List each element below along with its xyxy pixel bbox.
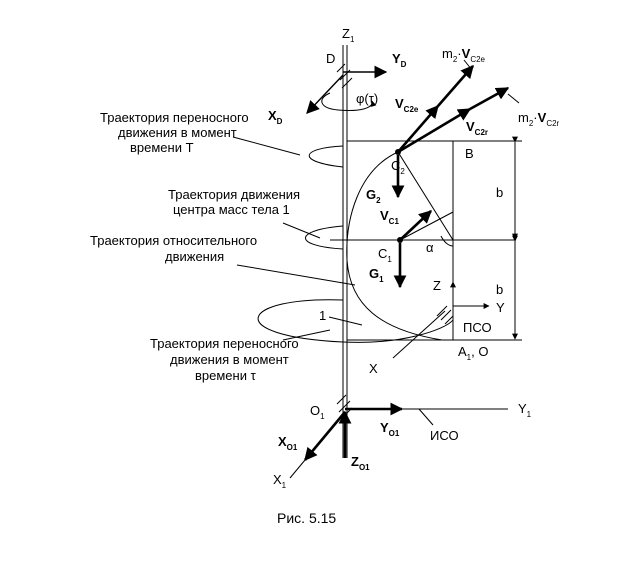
support-o1-hatch-1 <box>336 394 347 405</box>
c1-point <box>397 237 403 243</box>
pso-label: ПСО <box>463 320 492 335</box>
annotation-transport-T-line1: Траектория переносного <box>100 110 249 125</box>
figure-caption: Рис. 5.15 <box>277 510 336 526</box>
vc2e-label: VC2e <box>395 96 419 114</box>
vc2r-label: VC2r <box>466 119 488 137</box>
dim-b-bottom-label: b <box>496 282 503 297</box>
point-a-label: A1, O <box>458 344 488 362</box>
diagonal-c1-a <box>399 211 454 241</box>
diagonal-c2-a <box>397 151 454 241</box>
c2-label: C2 <box>391 158 405 176</box>
m2vc2r-label: m2·VC2r <box>518 110 560 128</box>
y1-label: Y1 <box>518 401 532 419</box>
vc1-vector <box>399 210 432 241</box>
annotation-cm-line2: центра масс тела 1 <box>173 202 290 217</box>
x1-axis-line <box>289 459 306 479</box>
m2vc2e-vector <box>437 65 474 107</box>
annotation-transport-T-line2: движения в момент <box>118 125 237 140</box>
leader-transport-T <box>232 136 301 156</box>
xd-axis-label: XD <box>268 108 283 126</box>
alpha-label: α <box>426 240 434 255</box>
m2vc2r-vector <box>469 86 510 111</box>
bearing-d-hatch-1 <box>336 63 346 73</box>
cm-trajectory-ellipse <box>305 225 344 250</box>
leader-relative <box>236 264 356 286</box>
pso-hatch-1 <box>436 305 448 317</box>
bearing-d-hatch-3 <box>341 77 353 89</box>
vc2r-vector <box>397 107 472 154</box>
dim-b-top-label: b <box>496 185 503 200</box>
transport-trajectory-T-ellipse <box>308 145 344 168</box>
pso-hatch-3 <box>444 315 454 325</box>
annotation-transport-T-line3: времени T <box>130 140 194 155</box>
yd-axis-label: YD <box>392 51 407 69</box>
leader-cm <box>282 222 321 239</box>
vc1-label: VC1 <box>380 208 399 226</box>
m2vc2r-leader <box>507 93 520 104</box>
leader-transport-tau <box>282 329 331 341</box>
point-b-label: B <box>465 146 474 161</box>
point-d-label: D <box>326 51 335 66</box>
pso-z-label: Z <box>433 278 441 293</box>
pso-hatch-2 <box>440 309 452 321</box>
c1-label: C1 <box>378 246 392 264</box>
g1-label: G1 <box>369 266 384 284</box>
xo1-label: XO1 <box>278 434 298 452</box>
vc2e-vector <box>397 105 439 153</box>
annotation-relative-line2: движения <box>165 249 224 264</box>
c2-point <box>395 149 401 155</box>
x1-label: X1 <box>273 472 287 490</box>
alpha-arc <box>440 235 454 247</box>
annotation-transport-tau-line1: Траектория переносного <box>150 336 299 351</box>
annotation-transport-tau-line2: движения в момент <box>170 352 289 367</box>
annotation-relative-line1: Траектория относительного <box>90 233 257 248</box>
yo1-label: YO1 <box>380 420 400 438</box>
zo1-label: ZO1 <box>351 454 370 472</box>
annotation-transport-tau-line3: времени τ <box>195 368 257 383</box>
xo1-axis-arrow <box>304 411 346 461</box>
g2-label: G2 <box>366 187 381 205</box>
z1-axis-label: Z1 <box>342 26 355 44</box>
annotation-cm-line1: Траектория движения <box>168 187 300 202</box>
point-o1-label: O1 <box>310 403 325 421</box>
support-o1-hatch-2 <box>338 400 351 413</box>
transport-trajectory-tau-ellipse <box>257 299 454 343</box>
phi-label: φ(τ) <box>356 91 378 106</box>
body-1-label: 1 <box>319 308 326 323</box>
pso-y-label: Y <box>496 300 505 315</box>
relative-trajectory-arc <box>346 151 443 341</box>
iso-label: ИСО <box>430 428 459 443</box>
rotation-phi-arrow <box>321 92 377 111</box>
pso-x-axis <box>392 310 446 359</box>
iso-leader <box>418 408 434 426</box>
body-1-leader <box>328 316 363 326</box>
pso-x-label: X <box>369 361 378 376</box>
m2vc2e-leader <box>463 59 473 71</box>
m2vc2e-label: m2·VC2e <box>442 46 486 64</box>
xd-axis-arrow <box>306 74 344 114</box>
